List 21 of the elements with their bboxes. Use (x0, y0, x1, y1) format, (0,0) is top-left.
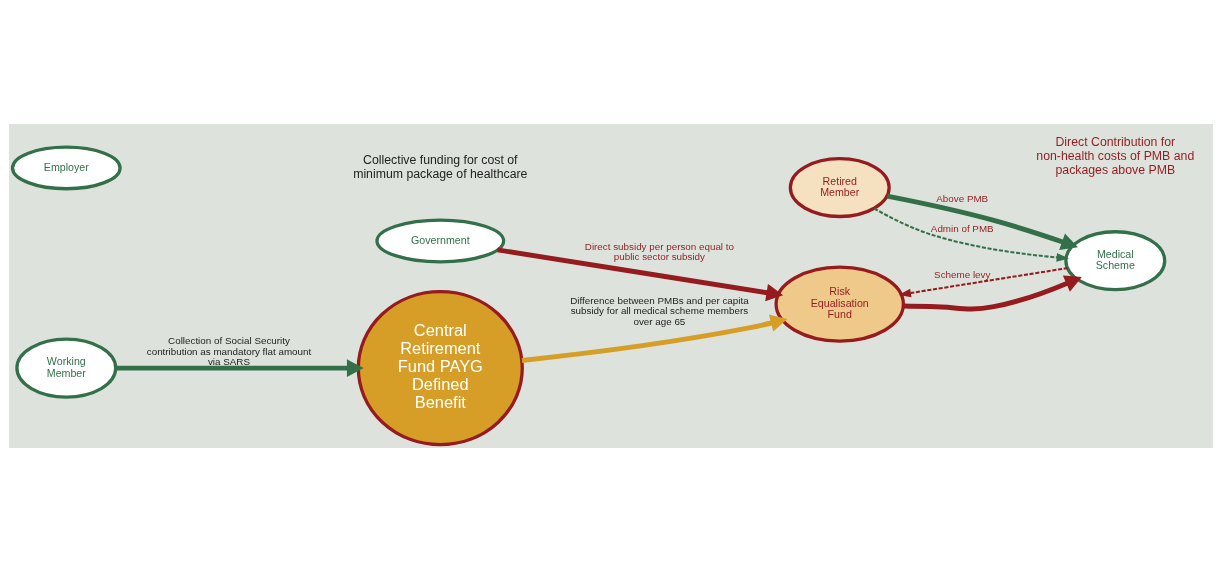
edge-label: Admin of PMB (930, 222, 994, 234)
node-ellipse: Employer (10, 144, 122, 190)
node-circle: Central Retirement Fund PAYG Defined Benefit (356, 289, 524, 446)
label: Direct Contribution for non-health costs of PMB and packages above PMB (1036, 134, 1195, 177)
arrow (903, 275, 1082, 311)
edge-label: Difference between PMBs and per capita subsidy for all medical scheme members over age 65 (570, 294, 749, 327)
node-ellipse: Risk Equalisation Fund (774, 265, 906, 343)
edge-label: Direct subsidy per person equal to public sector subsidy (584, 240, 734, 262)
arrow (898, 266, 1068, 297)
node-ellipse: Working Member (15, 337, 118, 399)
arrow (886, 193, 1078, 250)
arrow (115, 358, 364, 377)
edge-label: Above PMB (936, 192, 989, 204)
arrow (497, 246, 784, 301)
edge-label: Scheme levy (934, 268, 991, 280)
arrow (873, 207, 1069, 262)
edge-label: Collection of Social Security contribution as mandatory flat amount via SARS (146, 334, 312, 367)
node-ellipse: Government (375, 217, 506, 263)
label: Collective funding for cost of minimum package of healthcare (353, 152, 528, 181)
node-ellipse: Retired Member (788, 156, 891, 218)
arrow (521, 314, 788, 363)
